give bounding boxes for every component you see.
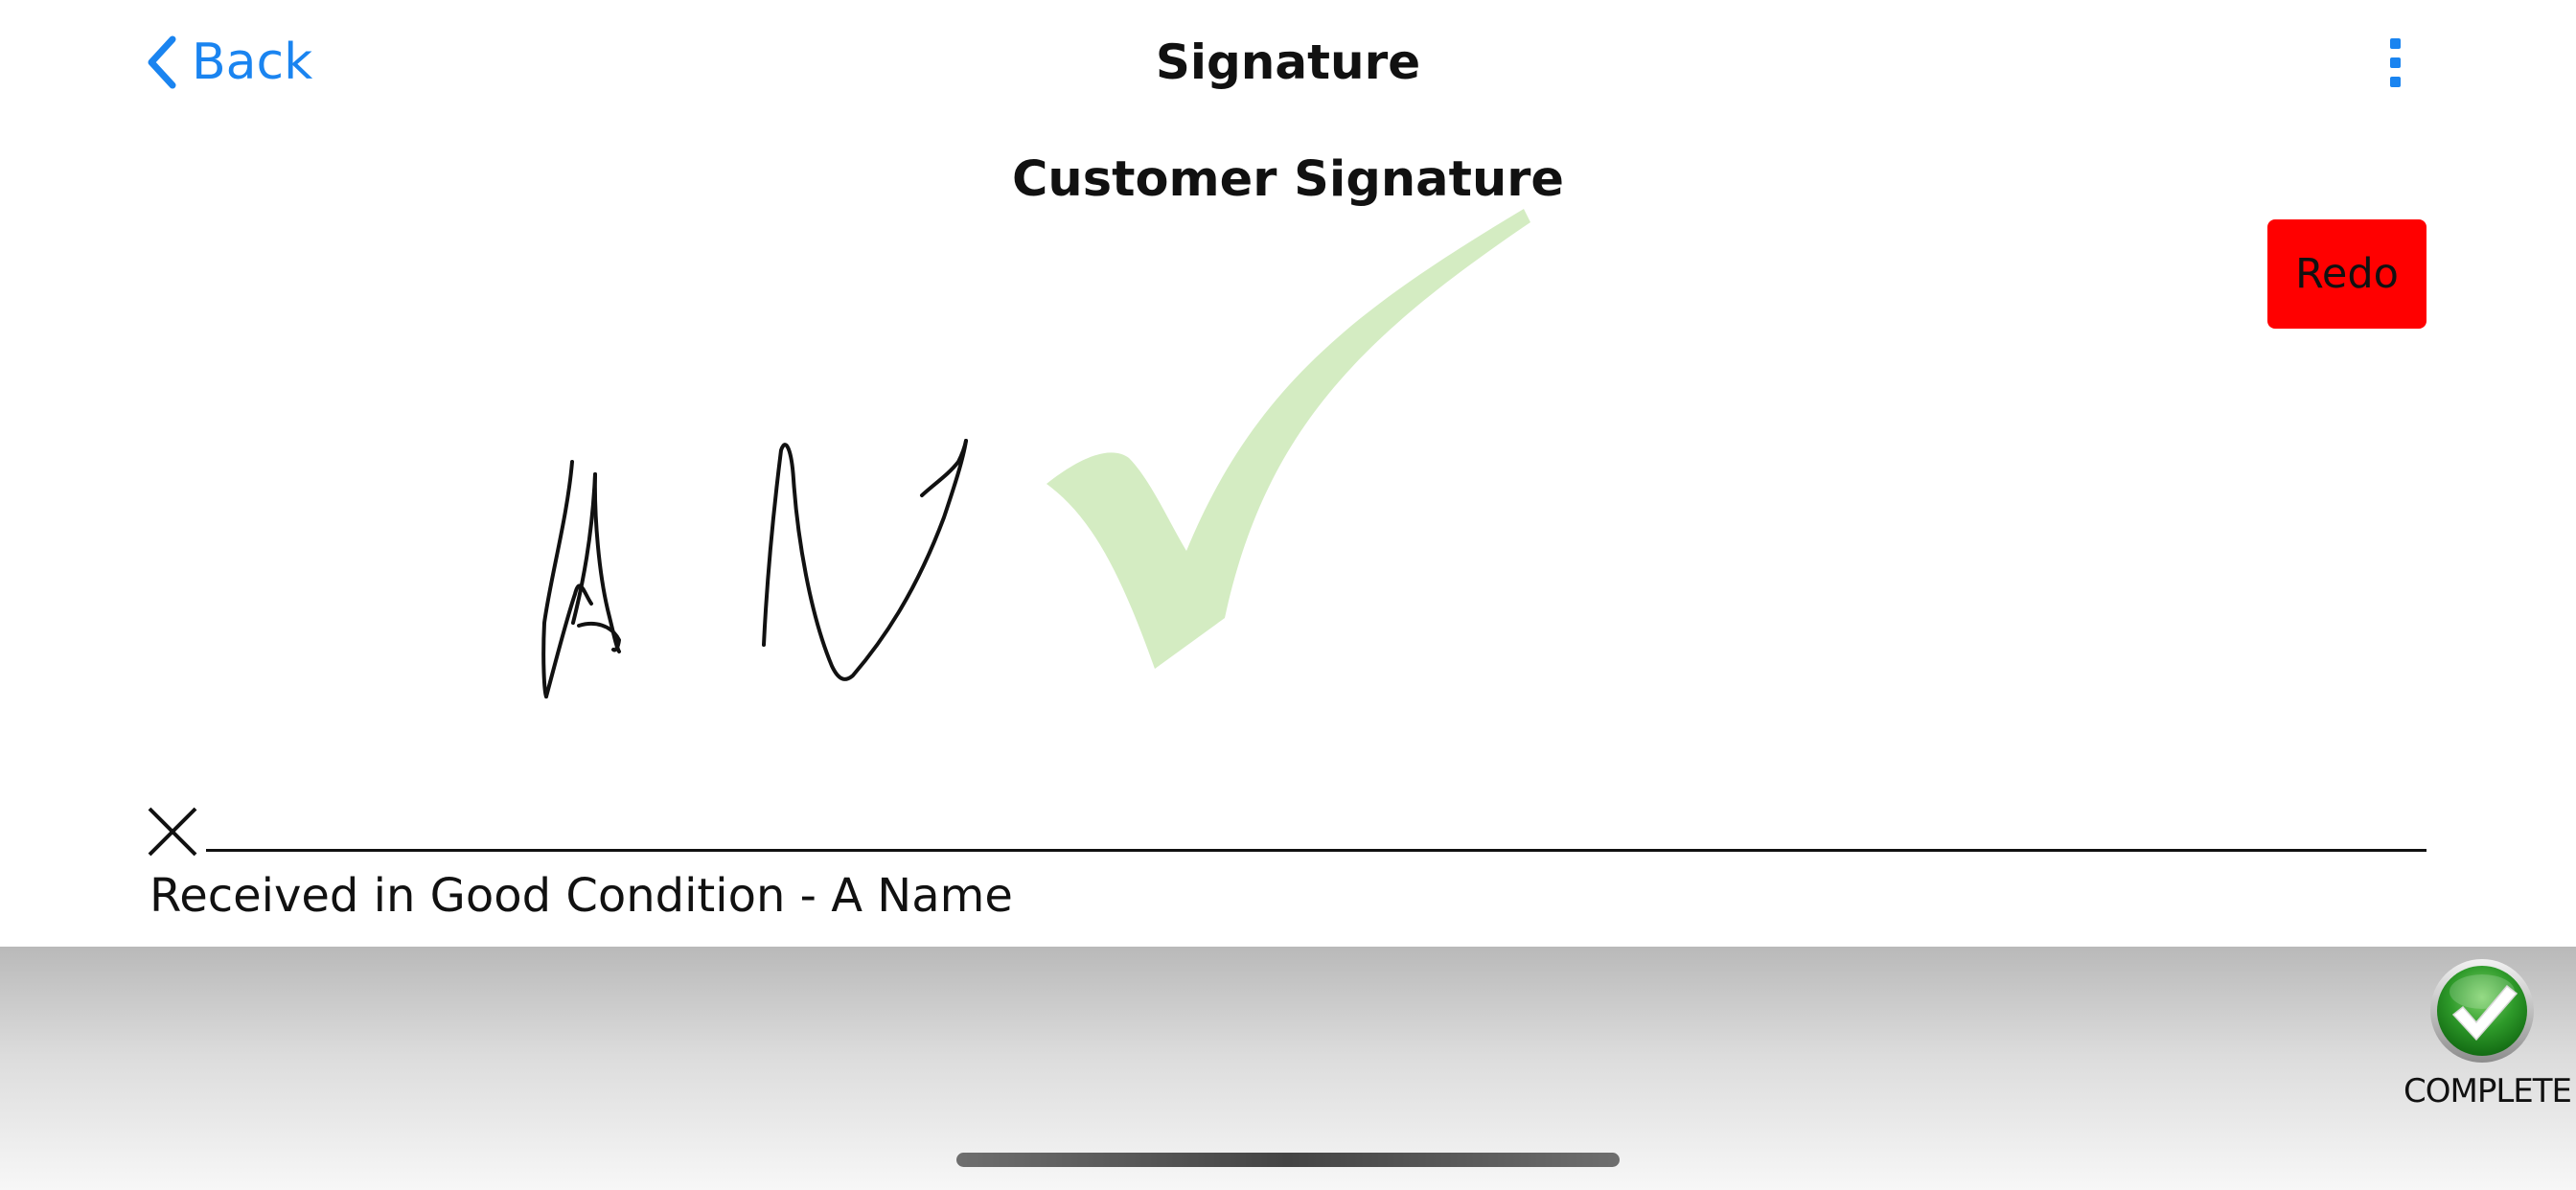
back-button[interactable]: Back: [144, 29, 312, 96]
green-checkmark-icon: [2430, 959, 2534, 1063]
redo-button[interactable]: Redo: [2267, 219, 2426, 329]
signature-line: [206, 849, 2426, 852]
complete-button[interactable]: COMPLETE: [2404, 953, 2572, 1126]
more-options-button[interactable]: [2371, 34, 2425, 92]
vertical-ellipsis-dot: [2390, 77, 2401, 87]
signature-pad[interactable]: [144, 211, 2434, 862]
signature-caption: Received in Good Condition - A Name: [150, 869, 1013, 923]
bottom-toolbar: [0, 947, 2576, 1190]
vertical-ellipsis-dot: [2390, 57, 2401, 68]
chevron-left-icon: [148, 35, 176, 89]
sign-here-x-icon: [148, 807, 197, 857]
navigation-bar: Back Signature: [0, 0, 2576, 125]
signature-heading: Customer Signature: [1011, 151, 1565, 208]
back-label: Back: [192, 34, 313, 91]
complete-label: COMPLETE: [2404, 1072, 2572, 1110]
vertical-ellipsis-icon: [2390, 38, 2401, 49]
page-title: Signature: [1155, 34, 1421, 90]
home-indicator: [956, 1153, 1620, 1167]
